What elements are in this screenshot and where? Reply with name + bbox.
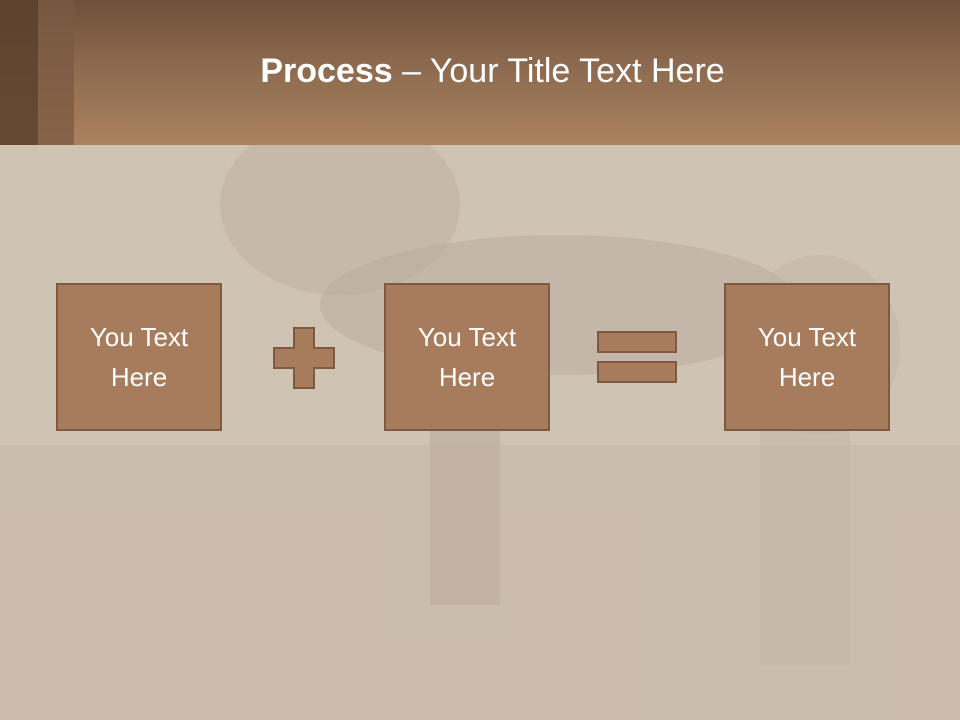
title-bold: Process: [260, 52, 393, 90]
header-accent-dark: [0, 0, 38, 145]
header-accent-light: [38, 0, 74, 145]
title-bar: [0, 0, 960, 145]
equals-icon: [597, 331, 677, 383]
page-title: Process – Your Title Text Here: [0, 52, 960, 91]
process-box-1[interactable]: You Text Here: [56, 283, 222, 431]
title-rest: – Your Title Text Here: [392, 52, 725, 90]
process-box-3-text: You Text Here: [757, 322, 857, 392]
plus-icon: [273, 327, 335, 389]
process-box-2-text: You Text Here: [417, 322, 517, 392]
photo-overlay: [0, 145, 960, 720]
process-box-1-text: You Text Here: [89, 322, 189, 392]
process-box-3[interactable]: You Text Here: [724, 283, 890, 431]
process-box-2[interactable]: You Text Here: [384, 283, 550, 431]
